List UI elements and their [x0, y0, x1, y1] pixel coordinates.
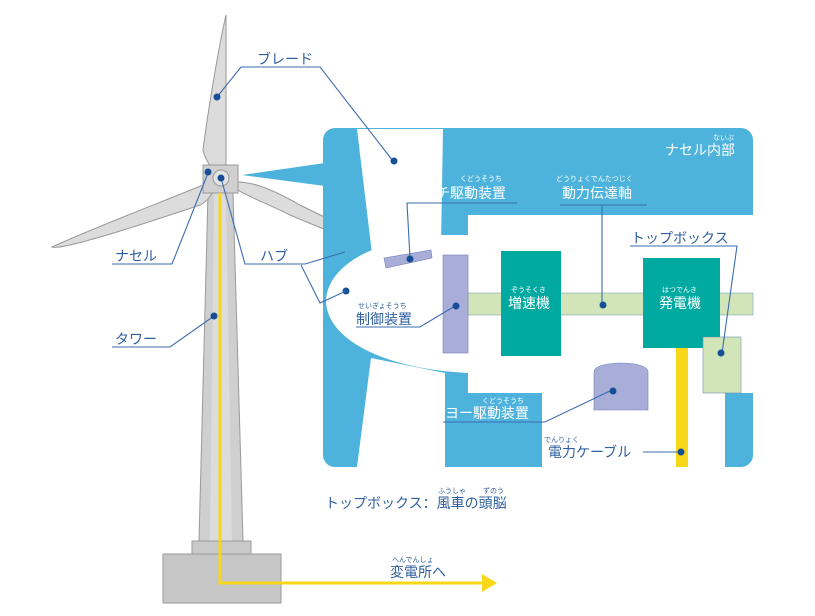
- ruby-pitch-drive: くどうそうち: [460, 175, 502, 183]
- power-cable-bar: [676, 348, 688, 467]
- turbine: [50, 14, 393, 604]
- label-yaw-drive: ヨー駆動装置: [445, 406, 529, 422]
- ruby-gearbox: ぞうそくき: [511, 286, 546, 294]
- gearbox-box: [501, 251, 561, 356]
- label-pitch-drive: ピッチ駆動装置: [408, 186, 506, 202]
- tower-foundation: [162, 553, 282, 604]
- label-to-substation: 変電所へ: [390, 564, 446, 581]
- ruby-power-cable: でんりょく: [544, 436, 579, 444]
- power-cable-line: [218, 193, 485, 585]
- ruby-caption-2: ずのう: [483, 486, 504, 495]
- label-tower: タワー: [115, 332, 157, 348]
- ruby-controller: せいぎょそうち: [358, 301, 407, 310]
- generator-box: [643, 258, 720, 348]
- ruby-generator: はつでんき: [662, 286, 697, 294]
- yaw-drive-box: [593, 362, 649, 411]
- label-nacelle-inside: ナセル内部: [665, 143, 735, 159]
- label-gearbox: 増速機: [508, 296, 550, 312]
- label-power-cable: 電力ケーブル: [548, 444, 631, 461]
- zoom-pointer: [242, 163, 325, 186]
- ruby-caption-1: ふうしゃ: [438, 487, 466, 495]
- label-nacelle: ナセル: [115, 249, 157, 265]
- label-top-box: トップボックス: [631, 231, 729, 247]
- nacelle-inside-panel: [323, 128, 754, 467]
- ruby-power-shaft: どうりょくでんたつじく: [556, 175, 633, 183]
- top-box: [702, 336, 742, 394]
- leader-lines: [112, 66, 738, 456]
- ruby-to-substation: へんでんしょ: [392, 556, 434, 564]
- blade-section: [357, 129, 443, 262]
- label-hub: ハブ: [260, 248, 288, 265]
- arrow-head-icon: [482, 574, 497, 592]
- label-power-shaft: 動力伝達軸: [562, 186, 632, 202]
- label-controller: 制御装置: [356, 312, 412, 328]
- label-blade: ブレード: [257, 51, 313, 68]
- label-generator: 発電機: [659, 296, 701, 312]
- caption: トップボックス：風車の頭脳: [325, 495, 507, 512]
- ruby-nacelle-inside: ないぶ: [713, 134, 734, 142]
- ruby-yaw-drive: くどうそうち: [482, 397, 524, 405]
- blade-left: [50, 179, 216, 248]
- controller-area: [326, 235, 470, 373]
